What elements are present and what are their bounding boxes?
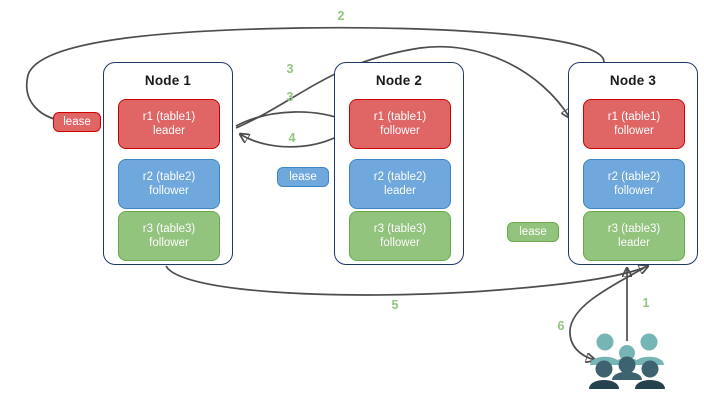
replica-name: r1 (table1)	[142, 111, 196, 123]
replica-r3[interactable]: r3 (table3) leader	[583, 211, 685, 261]
replica-name: r1 (table1)	[373, 111, 427, 123]
lease-badge-red[interactable]: lease	[53, 112, 101, 132]
step-label-3-upper: 3	[286, 62, 294, 76]
replica-name: r3 (table3)	[373, 223, 427, 235]
edge-5-node1-to-node3	[165, 266, 648, 296]
replica-name: r3 (table3)	[607, 223, 661, 235]
replica-r1[interactable]: r1 (table1) follower	[583, 99, 685, 149]
lease-badge-green[interactable]: lease	[507, 222, 559, 242]
step-label-5: 5	[391, 298, 399, 312]
replica-r3[interactable]: r3 (table3) follower	[349, 211, 451, 261]
node-title: Node 3	[609, 73, 657, 88]
step-label-3-lens: 3	[286, 90, 294, 104]
replica-r1[interactable]: r1 (table1) leader	[118, 99, 220, 149]
replica-role: follower	[149, 185, 189, 197]
replica-name: r2 (table2)	[142, 171, 196, 183]
replica-role: follower	[380, 237, 420, 249]
step-label-4: 4	[288, 131, 296, 145]
step-label-2: 2	[337, 9, 345, 23]
step-label-1: 1	[642, 296, 650, 310]
replica-r2[interactable]: r2 (table2) follower	[118, 159, 220, 209]
replica-role: follower	[149, 237, 189, 249]
step-label-6: 6	[557, 319, 565, 333]
users-group-icon	[589, 333, 665, 389]
node-box-1[interactable]: Node 1 r1 (table1) leader r2 (table2) fo…	[103, 62, 233, 265]
node-title: Node 1	[144, 73, 192, 88]
replica-role: leader	[618, 237, 650, 249]
edge-3-node1-to-node2	[235, 111, 348, 127]
replica-r2[interactable]: r2 (table2) follower	[583, 159, 685, 209]
lease-badge-blue[interactable]: lease	[277, 167, 329, 187]
replica-name: r2 (table2)	[373, 171, 427, 183]
replica-role: follower	[614, 185, 654, 197]
node-box-3[interactable]: Node 3 r1 (table1) follower r2 (table2) …	[568, 62, 698, 265]
replica-r3[interactable]: r3 (table3) follower	[118, 211, 220, 261]
replica-role: leader	[384, 185, 416, 197]
replica-name: r1 (table1)	[607, 111, 661, 123]
replica-r2[interactable]: r2 (table2) leader	[349, 159, 451, 209]
replica-role: leader	[153, 125, 185, 137]
replica-role: follower	[614, 125, 654, 137]
replica-role: follower	[380, 125, 420, 137]
replica-name: r2 (table2)	[607, 171, 661, 183]
replica-r1[interactable]: r1 (table1) follower	[349, 99, 451, 149]
node-box-2[interactable]: Node 2 r1 (table1) follower r2 (table2) …	[334, 62, 464, 265]
replica-name: r3 (table3)	[142, 223, 196, 235]
node-title: Node 2	[375, 73, 423, 88]
